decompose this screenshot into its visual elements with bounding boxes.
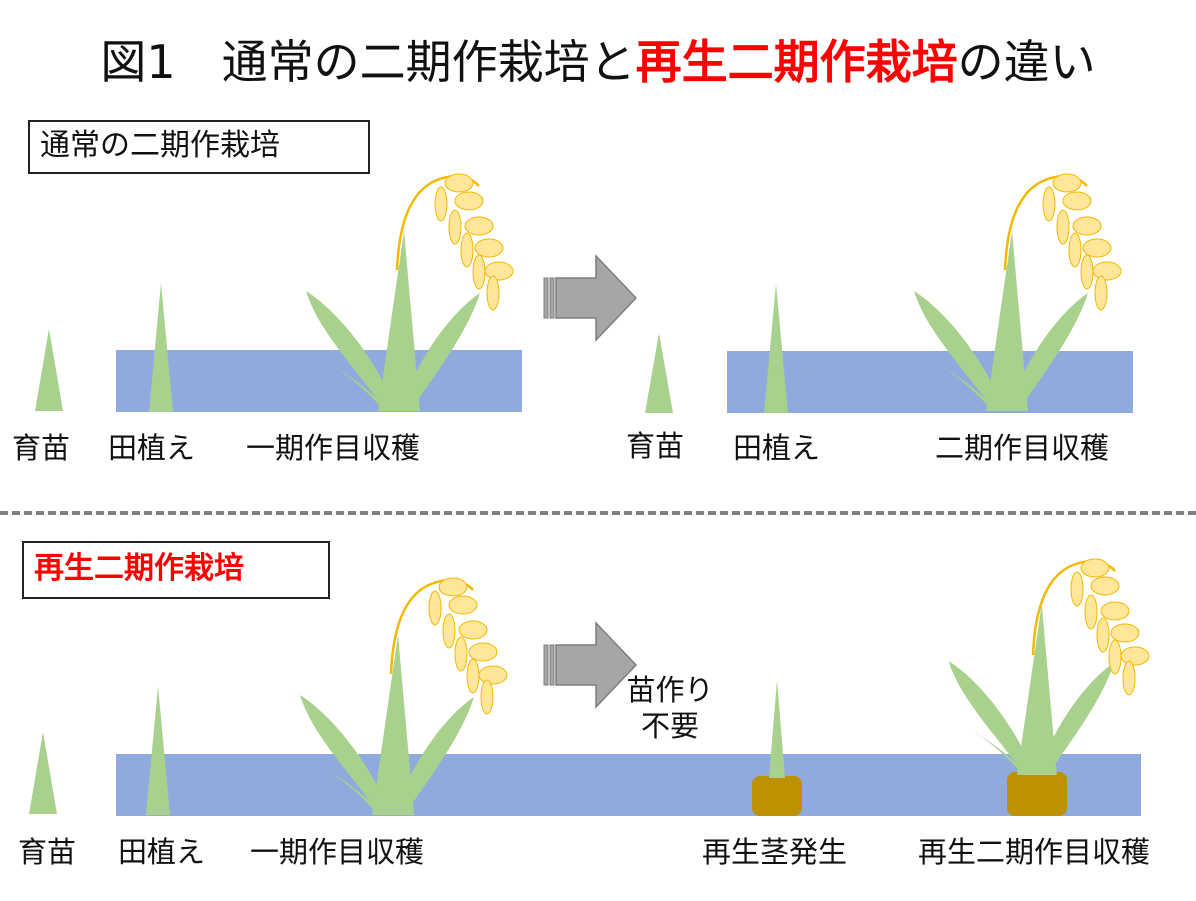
mature-rice-plant-2 xyxy=(914,231,1088,411)
ratoon-heading-box: 再生二期作栽培 xyxy=(22,541,330,599)
ratoon-heading: 再生二期作栽培 xyxy=(34,551,244,586)
label-second-harvest: 二期作目収穫 xyxy=(935,431,1110,465)
title-suffix: の違い xyxy=(957,35,1096,89)
label-regrowth: 再生茎発生 xyxy=(702,835,848,869)
rice-grain-head-4 xyxy=(1031,557,1151,697)
conventional-paddy-field-1 xyxy=(116,350,522,412)
title-prefix: 図1 通常の二期作栽培と xyxy=(100,35,636,89)
seedling-icon-ratoon xyxy=(29,732,57,814)
regrowth-shoot-icon xyxy=(769,680,785,778)
mature-rice-plant-1 xyxy=(306,231,480,411)
rice-grain-head-1 xyxy=(395,172,515,312)
label-first-harvest: 一期作目収穫 xyxy=(246,431,421,465)
transplant-seedling-icon-ratoon xyxy=(146,686,170,815)
no-seedling-note: 苗作り 不要 xyxy=(620,672,720,744)
label-transplant-2: 田植え xyxy=(733,431,821,465)
no-seedling-note-line1: 苗作り xyxy=(626,673,714,707)
arrow-right-icon-2 xyxy=(543,622,637,708)
transplant-seedling-icon xyxy=(149,283,173,412)
ratoon-stubble-block-1 xyxy=(752,776,802,816)
rice-grain-head-3 xyxy=(389,576,509,716)
seedling-icon-2 xyxy=(645,333,673,413)
label-transplant: 田植え xyxy=(108,431,196,465)
transplant-seedling-icon-2 xyxy=(764,284,788,413)
arrow-right-icon xyxy=(543,255,637,341)
figure-title: 図1 通常の二期作栽培と再生二期作栽培の違い xyxy=(0,32,1196,92)
rice-grain-head-2 xyxy=(1003,172,1123,312)
ratoon-stubble-block-2 xyxy=(1007,772,1067,816)
label-nursery-ratoon: 育苗 xyxy=(18,835,77,869)
title-highlight: 再生二期作栽培 xyxy=(635,35,958,89)
label-first-harvest-ratoon: 一期作目収穫 xyxy=(250,835,425,869)
label-nursery-2: 育苗 xyxy=(626,429,685,463)
label-nursery: 育苗 xyxy=(12,431,71,465)
ratoon-paddy-field xyxy=(116,754,1141,816)
ratoon-rice-plant xyxy=(948,604,1114,775)
conventional-paddy-field-2 xyxy=(727,351,1133,413)
no-seedling-note-line2: 不要 xyxy=(640,709,699,743)
conventional-heading: 通常の二期作栽培 xyxy=(40,128,280,163)
mature-rice-plant-3 xyxy=(300,635,474,815)
conventional-heading-box: 通常の二期作栽培 xyxy=(28,120,370,174)
label-transplant-ratoon: 田植え xyxy=(118,835,206,869)
section-divider xyxy=(0,511,1196,515)
label-ratoon-harvest: 再生二期作目収穫 xyxy=(918,835,1151,869)
seedling-icon xyxy=(35,329,63,411)
